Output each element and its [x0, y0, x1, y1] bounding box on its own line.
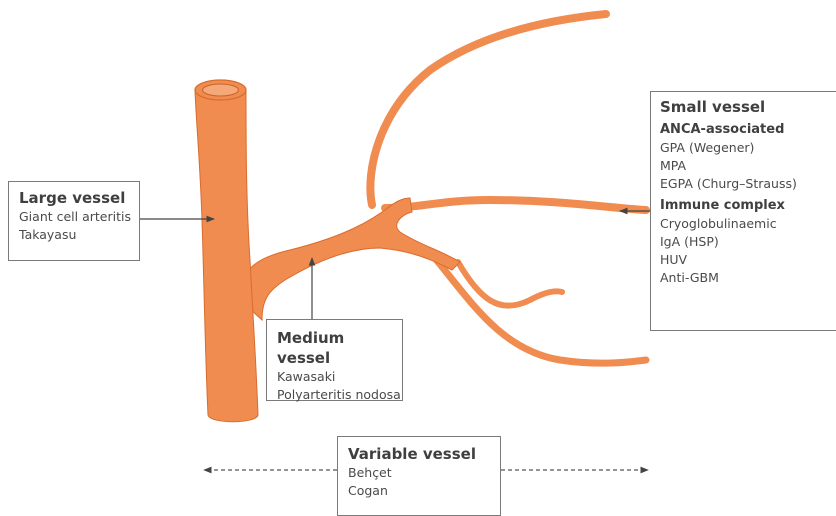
small-vessel-branches: [370, 14, 646, 363]
small-vessel-title: Small vessel: [660, 97, 836, 117]
immune-complex-item: Cryoglobulinaemic: [660, 215, 836, 233]
immune-complex-heading: Immune complex: [660, 197, 836, 215]
variable-vessel-title: Variable vessel: [348, 444, 500, 464]
large-vessel-item: Giant cell arteritis: [19, 208, 139, 226]
immune-complex-item: IgA (HSP): [660, 233, 836, 251]
small-vessel-box: Small vessel ANCA-associated GPA (Wegene…: [650, 91, 836, 331]
anca-item: MPA: [660, 157, 836, 175]
immune-complex-item: HUV: [660, 251, 836, 269]
anca-item: GPA (Wegener): [660, 139, 836, 157]
lower-fork: [458, 262, 562, 306]
anca-item: EGPA (Churg–Strauss): [660, 175, 836, 193]
variable-vessel-item: Behçet: [348, 464, 500, 482]
vessel-lumen: [203, 84, 239, 96]
medium-vessel-item: Kawasaki: [277, 368, 402, 386]
medium-vessel-item: Polyarteritis nodosa: [277, 386, 402, 404]
medium-vessel-title: Medium vessel: [277, 328, 402, 368]
large-vessel-item: Takayasu: [19, 226, 139, 244]
middle-branch: [385, 200, 646, 210]
variable-vessel-box: Variable vessel Behçet Cogan: [337, 436, 501, 516]
variable-vessel-item: Cogan: [348, 482, 500, 500]
medium-vessel-box: Medium vessel Kawasaki Polyarteritis nod…: [266, 319, 403, 401]
large-vessel-trunk: [195, 90, 258, 422]
large-vessel-box: Large vessel Giant cell arteritis Takaya…: [8, 181, 140, 261]
large-vessel-title: Large vessel: [19, 188, 139, 208]
immune-complex-item: Anti-GBM: [660, 269, 836, 287]
medium-vessel-shape: [240, 198, 460, 320]
top-branch: [370, 14, 606, 205]
anca-heading: ANCA-associated: [660, 121, 836, 139]
